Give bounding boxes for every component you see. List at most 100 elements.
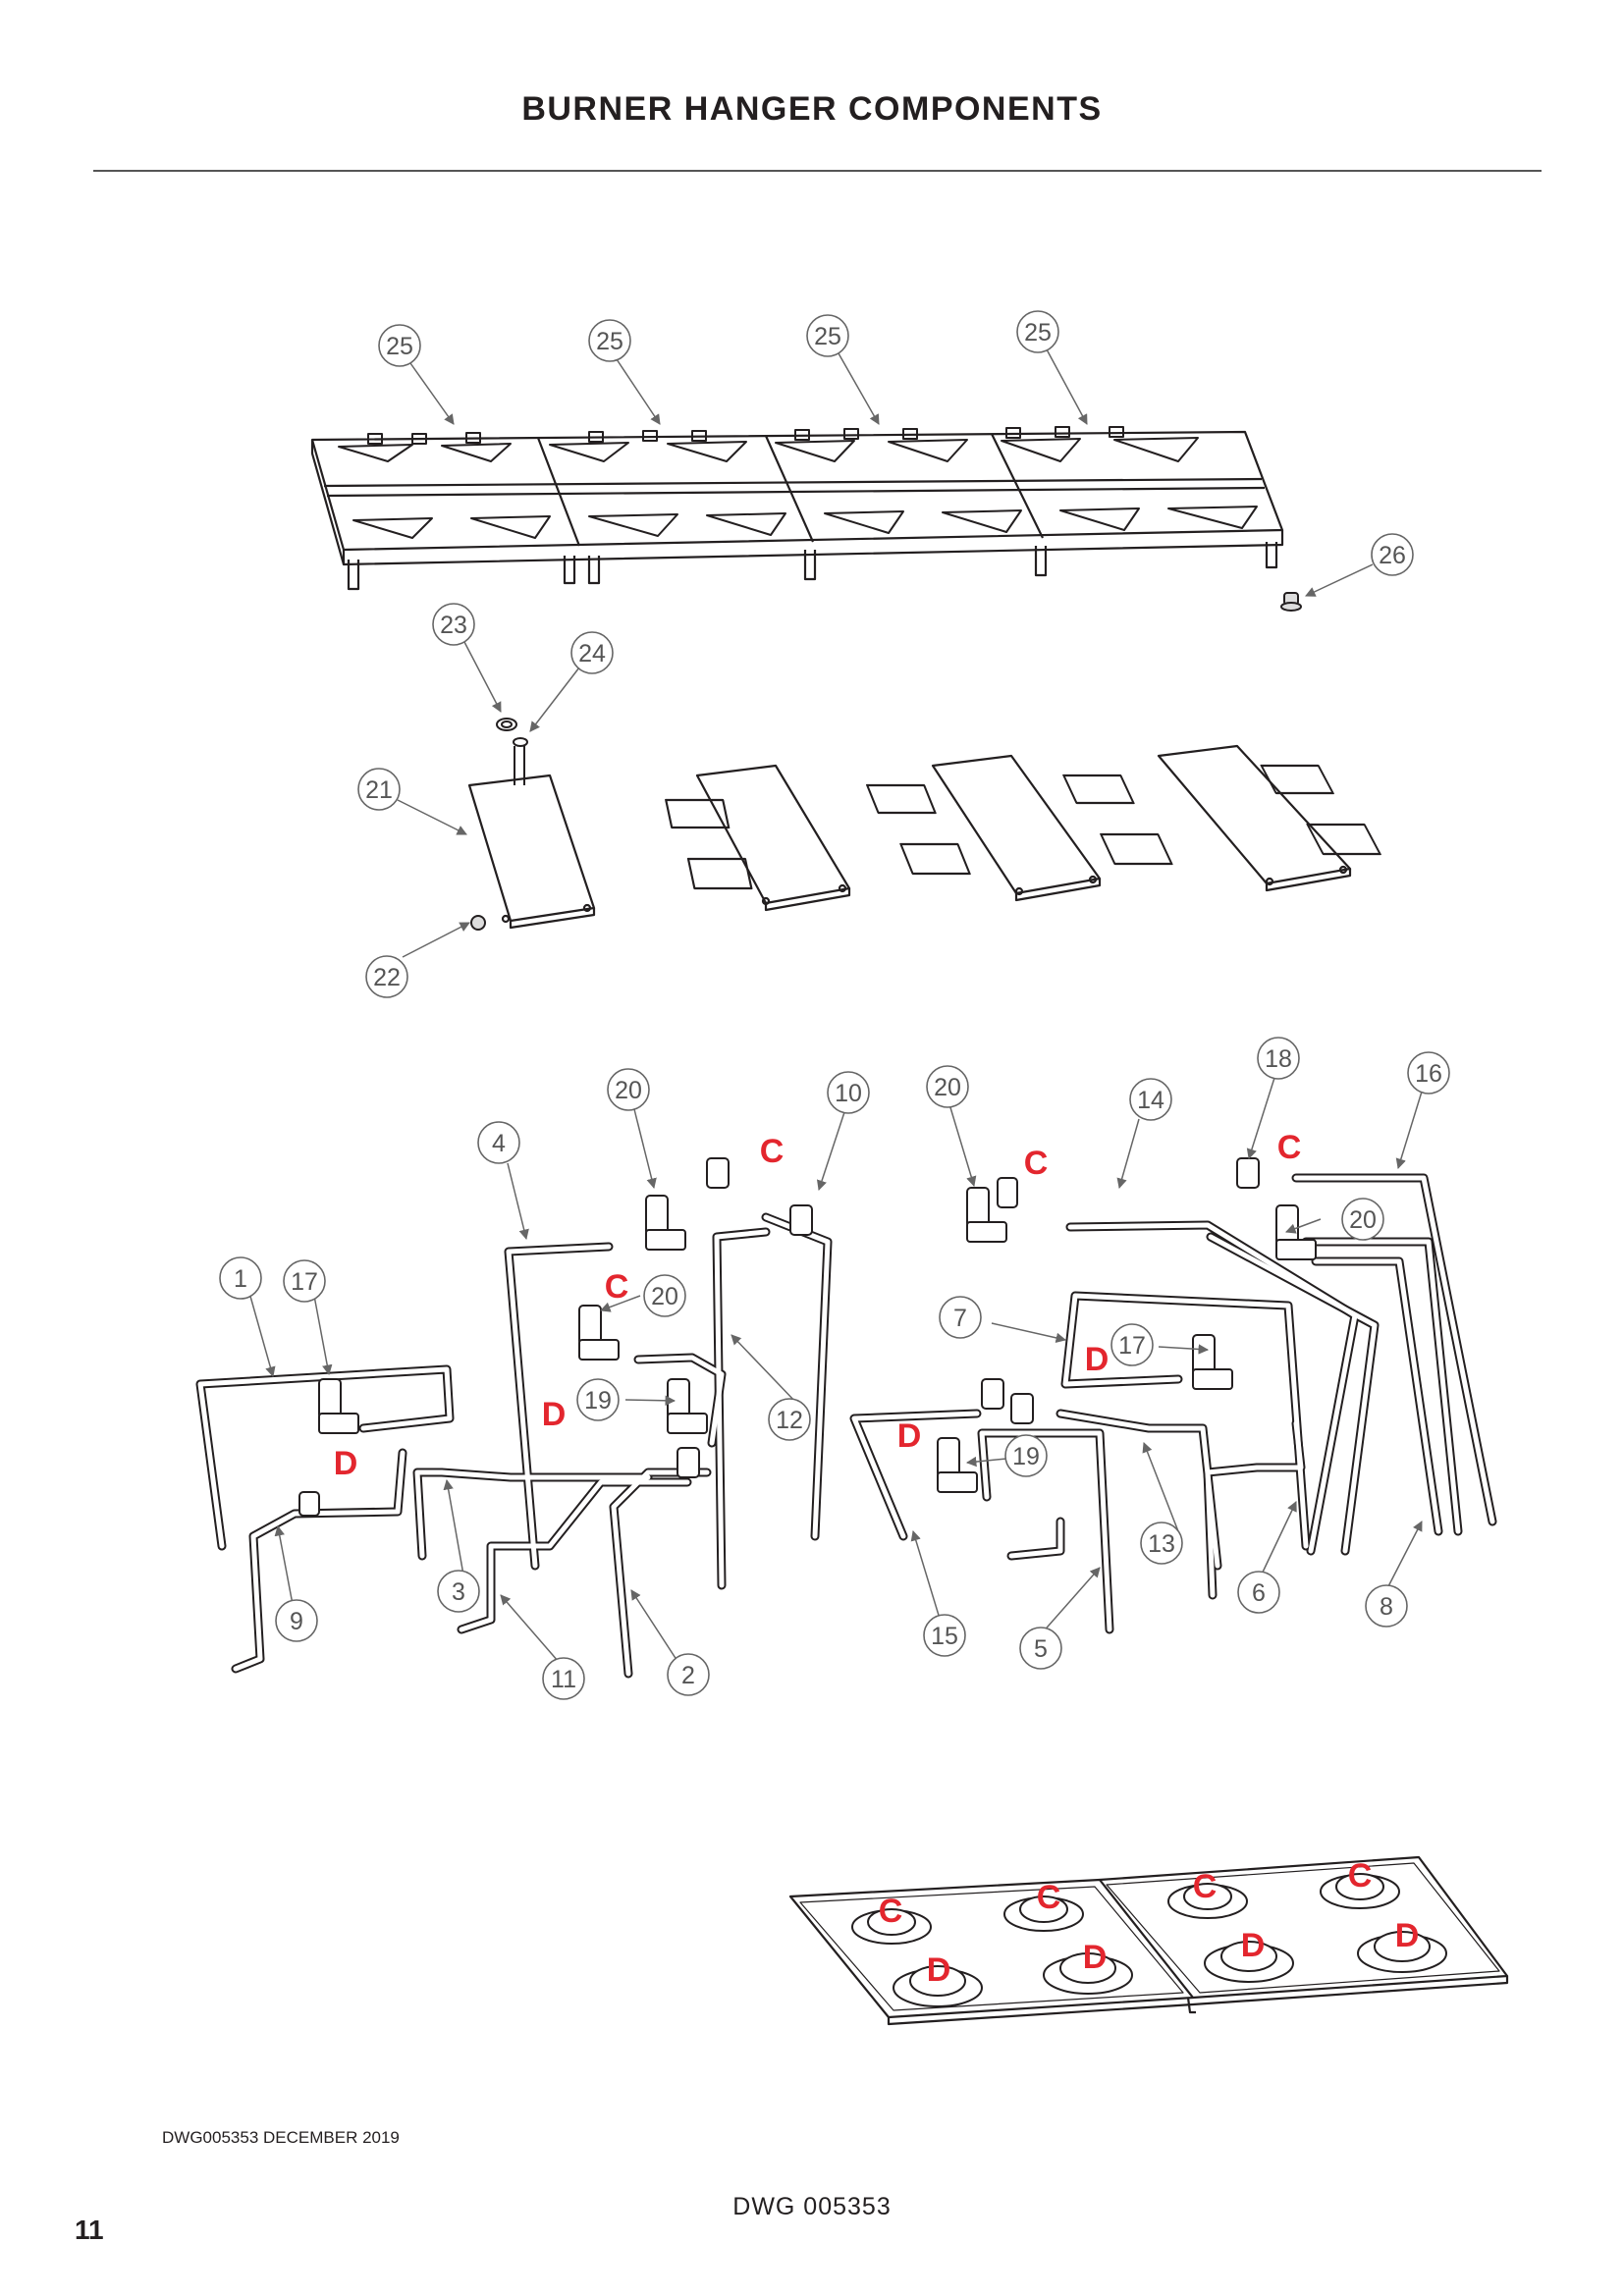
- marker-d: D: [927, 1951, 951, 1989]
- callout-2: 2: [667, 1653, 710, 1696]
- marker-c: C: [1348, 1857, 1373, 1895]
- hanger-trays: [467, 744, 1381, 930]
- marker-c: C: [1193, 1868, 1218, 1905]
- svg-text:26: 26: [1379, 542, 1406, 569]
- callout-25: 25: [378, 324, 421, 367]
- page-number: 11: [75, 2215, 104, 2245]
- svg-text:5: 5: [1034, 1635, 1048, 1663]
- callout-22: 22: [365, 955, 408, 998]
- callout-8: 8: [1365, 1584, 1408, 1628]
- callout-16: 16: [1407, 1051, 1450, 1095]
- svg-text:20: 20: [615, 1077, 642, 1104]
- svg-text:19: 19: [1012, 1443, 1040, 1470]
- svg-text:25: 25: [386, 333, 413, 360]
- callout-12: 12: [768, 1398, 811, 1441]
- callout-24: 24: [570, 631, 614, 674]
- callout-1: 1: [219, 1256, 262, 1300]
- trivet-front-edge: [342, 530, 1284, 566]
- marker-d: D: [1085, 1341, 1110, 1378]
- header-rule: [93, 170, 1542, 172]
- callouts: 25 25 25 25 26 23 24 21 22 20 10 20 14 1…: [219, 310, 1450, 1700]
- trivet-group: [310, 426, 1284, 591]
- svg-text:10: 10: [835, 1080, 862, 1107]
- marker-d: D: [334, 1445, 358, 1482]
- drawing-reference: DWG005353 DECEMBER 2019: [162, 2128, 400, 2147]
- marker-d: D: [1083, 1939, 1108, 1976]
- marker-d: D: [542, 1396, 567, 1433]
- hanger-tray: [695, 764, 971, 912]
- svg-text:15: 15: [931, 1623, 958, 1650]
- cooktop-burner-tray: [788, 1855, 1509, 2026]
- callout-19: 19: [576, 1378, 620, 1421]
- trivet-foot-part: [1280, 592, 1302, 612]
- callout-10: 10: [827, 1071, 870, 1114]
- svg-text:20: 20: [1349, 1206, 1377, 1234]
- svg-text:22: 22: [373, 964, 401, 991]
- callout-20: 20: [643, 1274, 686, 1317]
- burner-heads: [851, 1873, 1447, 2007]
- callout-25: 25: [588, 319, 631, 362]
- marker-c: C: [760, 1133, 785, 1170]
- svg-text:20: 20: [934, 1074, 961, 1101]
- callout-19: 19: [1004, 1434, 1048, 1477]
- marker-c: C: [879, 1893, 903, 1930]
- svg-text:23: 23: [440, 612, 467, 639]
- marker-d: D: [1241, 1927, 1266, 1964]
- svg-text:24: 24: [578, 640, 606, 667]
- svg-text:19: 19: [584, 1387, 612, 1415]
- callout-21: 21: [357, 768, 401, 811]
- washer-parts: [496, 718, 528, 785]
- svg-text:3: 3: [452, 1578, 465, 1606]
- callout-25: 25: [1016, 310, 1059, 353]
- screw-part: [470, 915, 486, 931]
- callout-17: 17: [1110, 1323, 1154, 1366]
- svg-text:18: 18: [1265, 1045, 1292, 1073]
- marker-c: C: [1037, 1879, 1061, 1916]
- callout-23: 23: [432, 603, 475, 646]
- svg-text:13: 13: [1148, 1530, 1175, 1558]
- hanger-tray: [931, 754, 1173, 902]
- callout-11: 11: [542, 1657, 585, 1700]
- marker-d: D: [897, 1417, 922, 1455]
- callout-4: 4: [477, 1121, 520, 1164]
- marker-d: D: [1395, 1917, 1420, 1954]
- svg-text:25: 25: [814, 323, 841, 350]
- svg-text:2: 2: [681, 1662, 695, 1689]
- callout-25: 25: [806, 314, 849, 357]
- page-title: BURNER HANGER COMPONENTS: [521, 90, 1103, 128]
- callout-20: 20: [607, 1068, 650, 1111]
- drawing-number: DWG 005353: [732, 2193, 892, 2220]
- svg-text:21: 21: [365, 776, 393, 804]
- svg-text:25: 25: [1024, 319, 1052, 347]
- svg-text:20: 20: [651, 1283, 678, 1310]
- marker-c: C: [1024, 1145, 1049, 1182]
- callout-17: 17: [283, 1259, 326, 1303]
- svg-text:25: 25: [596, 328, 623, 355]
- callout-15: 15: [923, 1614, 966, 1657]
- callout-20: 20: [926, 1065, 969, 1108]
- callout-20: 20: [1341, 1198, 1384, 1241]
- svg-text:11: 11: [551, 1666, 576, 1693]
- svg-text:12: 12: [776, 1407, 803, 1434]
- svg-text:6: 6: [1252, 1579, 1266, 1607]
- callout-5: 5: [1019, 1627, 1062, 1670]
- marker-c: C: [1277, 1129, 1302, 1166]
- svg-text:9: 9: [290, 1608, 303, 1635]
- svg-text:17: 17: [291, 1268, 318, 1296]
- hanger-tray: [1157, 744, 1381, 892]
- callout-9: 9: [275, 1599, 318, 1642]
- callout-13: 13: [1140, 1522, 1183, 1565]
- svg-text:16: 16: [1415, 1060, 1442, 1088]
- svg-text:17: 17: [1118, 1332, 1146, 1360]
- leader-lines: [248, 348, 1423, 1670]
- marker-c: C: [605, 1268, 629, 1306]
- hanger-tray: [467, 774, 753, 930]
- elbow-fittings: [298, 1157, 1317, 1517]
- callout-26: 26: [1371, 533, 1414, 576]
- callout-18: 18: [1257, 1037, 1300, 1080]
- callout-7: 7: [939, 1296, 982, 1339]
- svg-text:7: 7: [953, 1305, 967, 1332]
- svg-text:4: 4: [492, 1130, 506, 1157]
- callout-3: 3: [437, 1570, 480, 1613]
